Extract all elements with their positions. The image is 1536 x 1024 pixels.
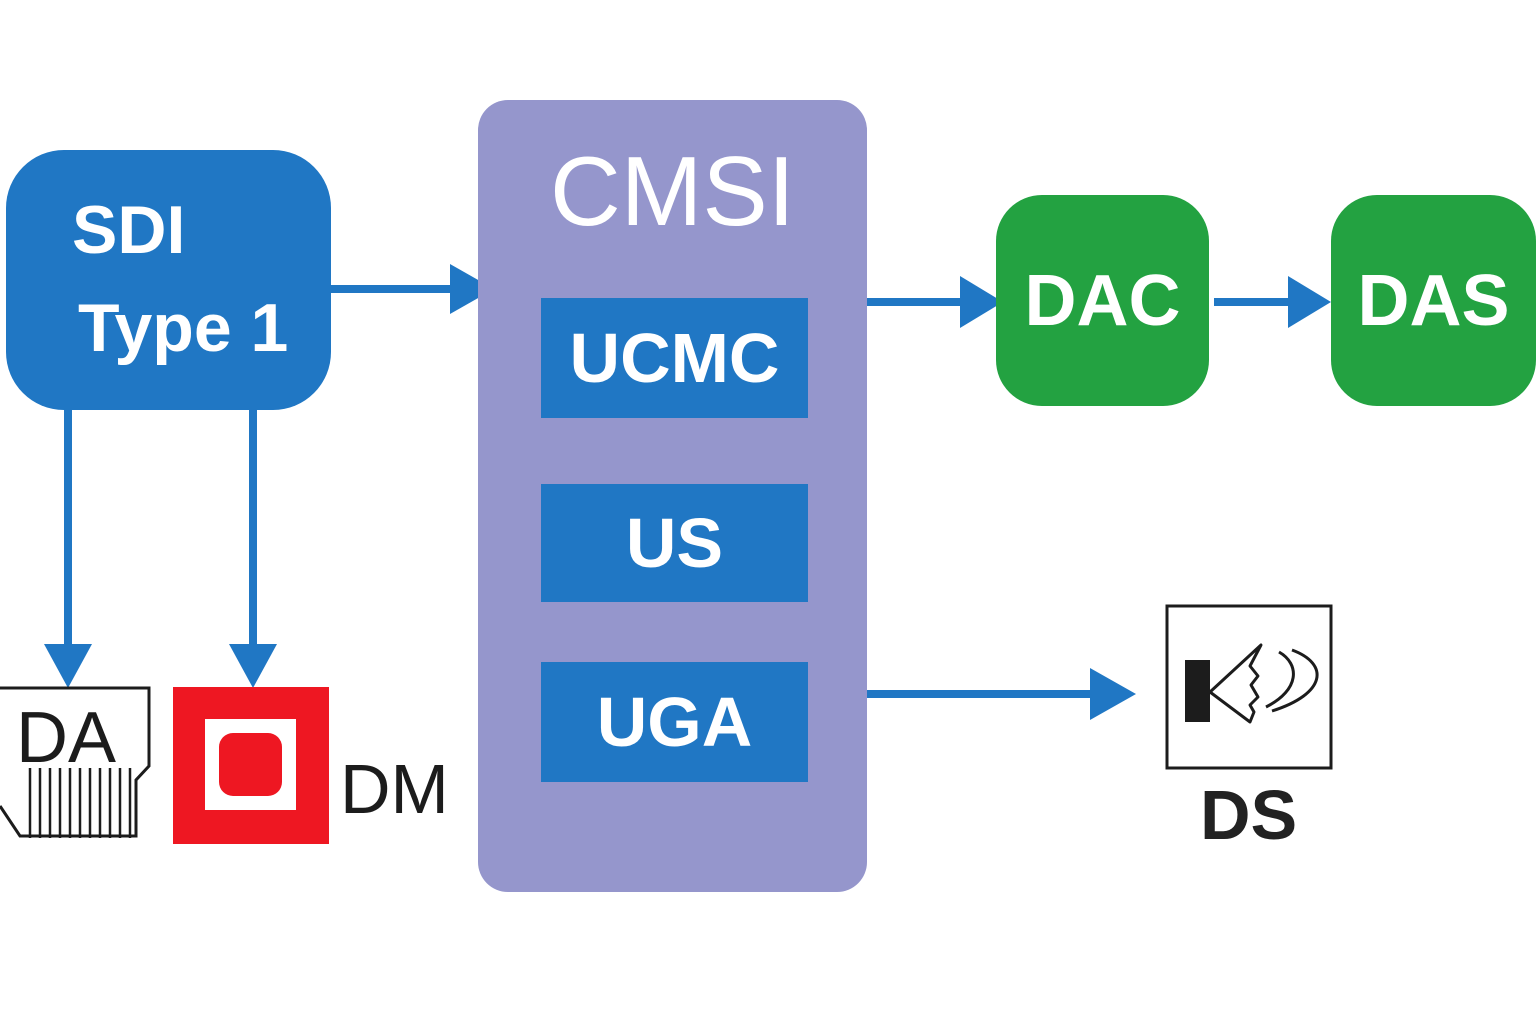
arrow-uga-to-ds [867, 668, 1136, 720]
arrow-dac-to-das [1214, 276, 1331, 328]
sdi-label: SDI [72, 192, 186, 268]
ucmc-module: UCMC [541, 298, 808, 418]
speaker-icon [1165, 604, 1333, 770]
dac-block: DAC [996, 195, 1209, 406]
ds-label: DS [1200, 776, 1298, 854]
cmsi-title: CMSI [550, 136, 795, 246]
sdi-type-label: Type 1 [78, 290, 289, 366]
da-label: DA [16, 698, 117, 778]
cmsi-block: CMSI UCMC US UGA [478, 100, 867, 892]
arrow-sdi-to-cmsi [331, 264, 494, 314]
us-module: US [541, 484, 808, 602]
da-card-icon [0, 686, 151, 838]
das-block: DAS [1331, 195, 1536, 406]
dm-label: DM [340, 750, 449, 828]
uga-module: UGA [541, 662, 808, 782]
arrow-sdi-to-dm [229, 410, 277, 688]
arrow-sdi-to-da [44, 410, 92, 688]
dm-square-icon [173, 687, 329, 844]
sdi-type1-block: SDI Type 1 [6, 150, 331, 410]
arrow-cmsi-to-dac [867, 276, 1003, 328]
